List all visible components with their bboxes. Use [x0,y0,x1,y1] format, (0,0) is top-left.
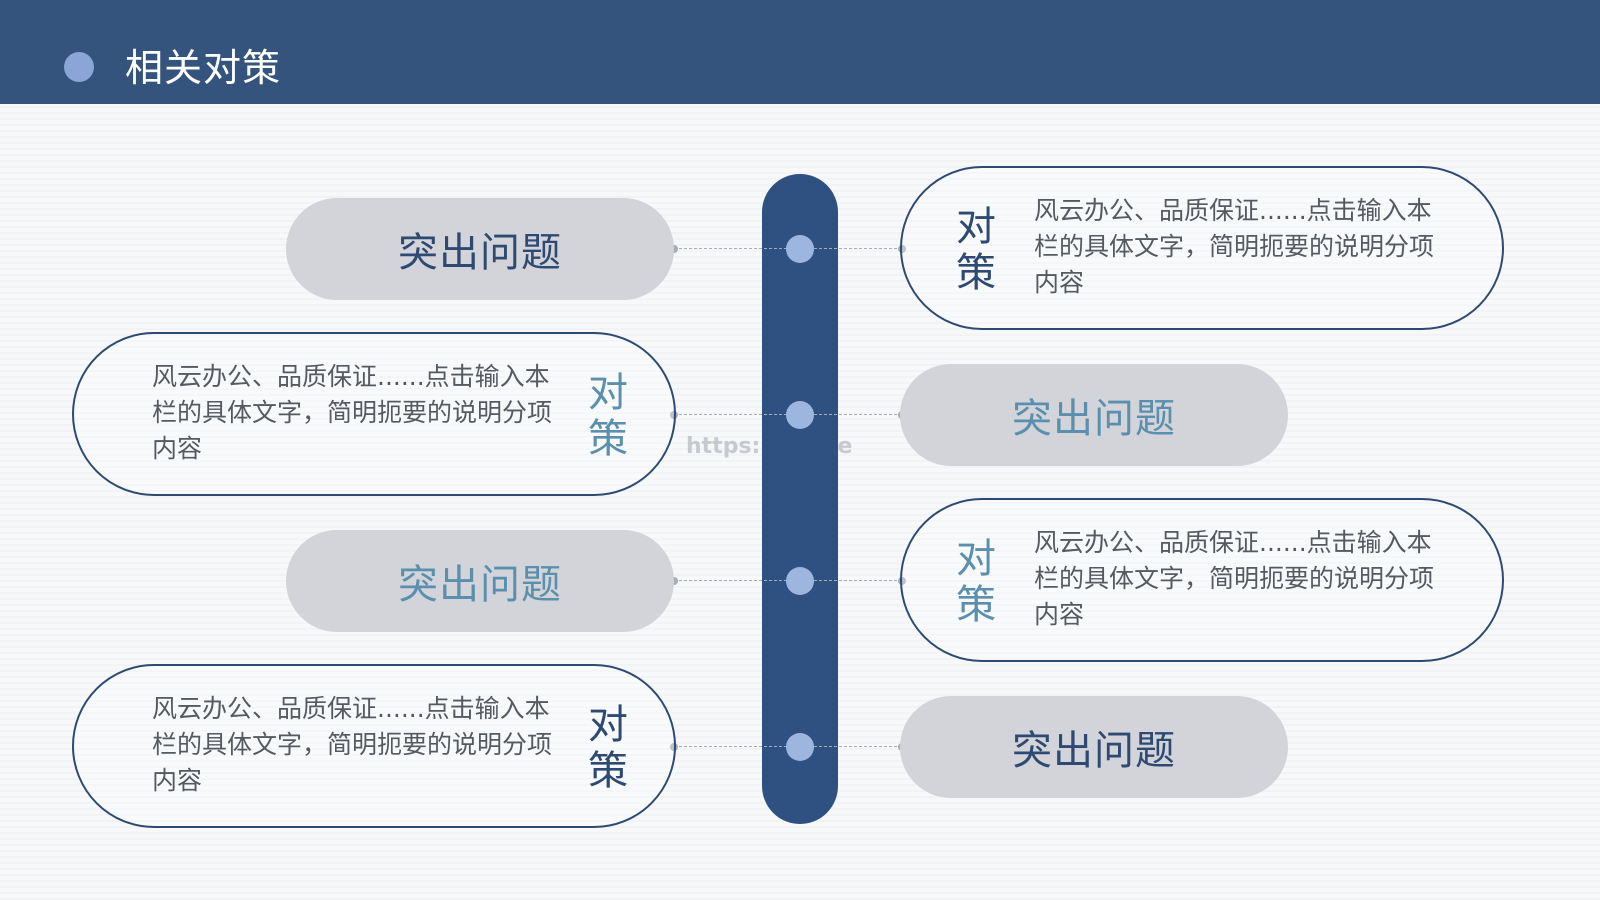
connector-end-dot [670,245,678,253]
timeline-node [786,733,814,761]
timeline-node [786,401,814,429]
countermeasure-card[interactable]: 对 策 风云办公、品质保证......点击输入本栏的具体文字，简明扼要的说明分项… [900,498,1504,662]
countermeasure-text: 风云办公、品质保证......点击输入本栏的具体文字，简明扼要的说明分项内容 [1034,196,1435,297]
page-title: 相关对策 [125,46,282,90]
countermeasure-card[interactable]: 风云办公、品质保证......点击输入本栏的具体文字，简明扼要的说明分项内容 对… [72,332,676,496]
countermeasure-label: 对 策 [956,204,996,296]
countermeasure-label: 对 策 [588,370,628,462]
countermeasure-label: 对 策 [588,702,628,794]
countermeasure-text: 风云办公、品质保证......点击输入本栏的具体文字，简明扼要的说明分项内容 [1034,528,1435,629]
countermeasure-card[interactable]: 风云办公、品质保证......点击输入本栏的具体文字，简明扼要的说明分项内容 对… [72,664,676,828]
countermeasure-label: 对 策 [956,536,996,628]
timeline-node [786,567,814,595]
countermeasure-text: 风云办公、品质保证......点击输入本栏的具体文字，简明扼要的说明分项内容 [152,362,553,463]
countermeasure-card[interactable]: 对 策 风云办公、品质保证......点击输入本栏的具体文字，简明扼要的说明分项… [900,166,1504,330]
connector-end-dot [670,577,678,585]
problem-pill[interactable]: 突出问题 [900,364,1288,466]
problem-pill[interactable]: 突出问题 [286,530,674,632]
problem-pill[interactable]: 突出问题 [900,696,1288,798]
header-bar: 相关对策 [0,0,1600,104]
bullet-dot-icon [64,52,94,82]
problem-label: 突出问题 [398,562,562,608]
problem-pill[interactable]: 突出问题 [286,198,674,300]
timeline-spine [762,174,838,824]
countermeasure-text: 风云办公、品质保证......点击输入本栏的具体文字，简明扼要的说明分项内容 [152,694,553,795]
problem-label: 突出问题 [1012,396,1176,442]
problem-label: 突出问题 [398,230,562,276]
problem-label: 突出问题 [1012,728,1176,774]
timeline-node [786,235,814,263]
